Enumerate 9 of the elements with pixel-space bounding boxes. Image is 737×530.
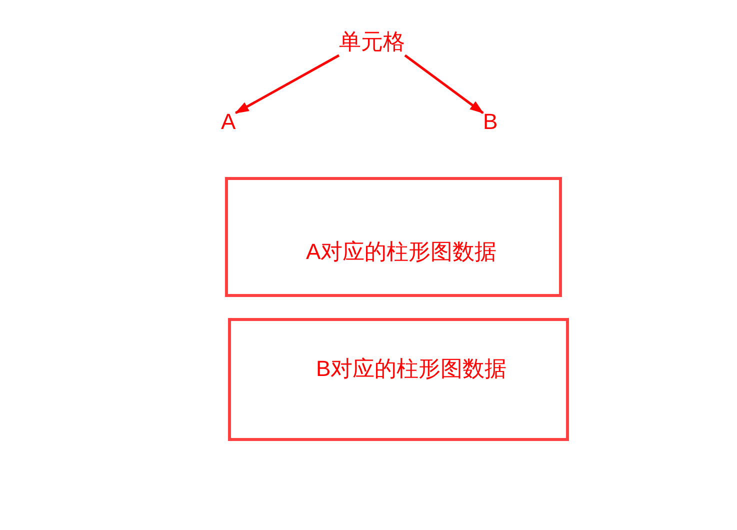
outlined-box [225,177,562,297]
node-label: A [221,109,236,136]
box-label: A对应的柱形图数据 [306,239,497,266]
arrow [234,54,340,114]
box-label: B对应的柱形图数据 [316,356,507,382]
node-label: 单元格 [339,29,405,56]
node-label: B [483,109,498,136]
outlined-box [228,318,569,441]
arrow [404,54,484,114]
